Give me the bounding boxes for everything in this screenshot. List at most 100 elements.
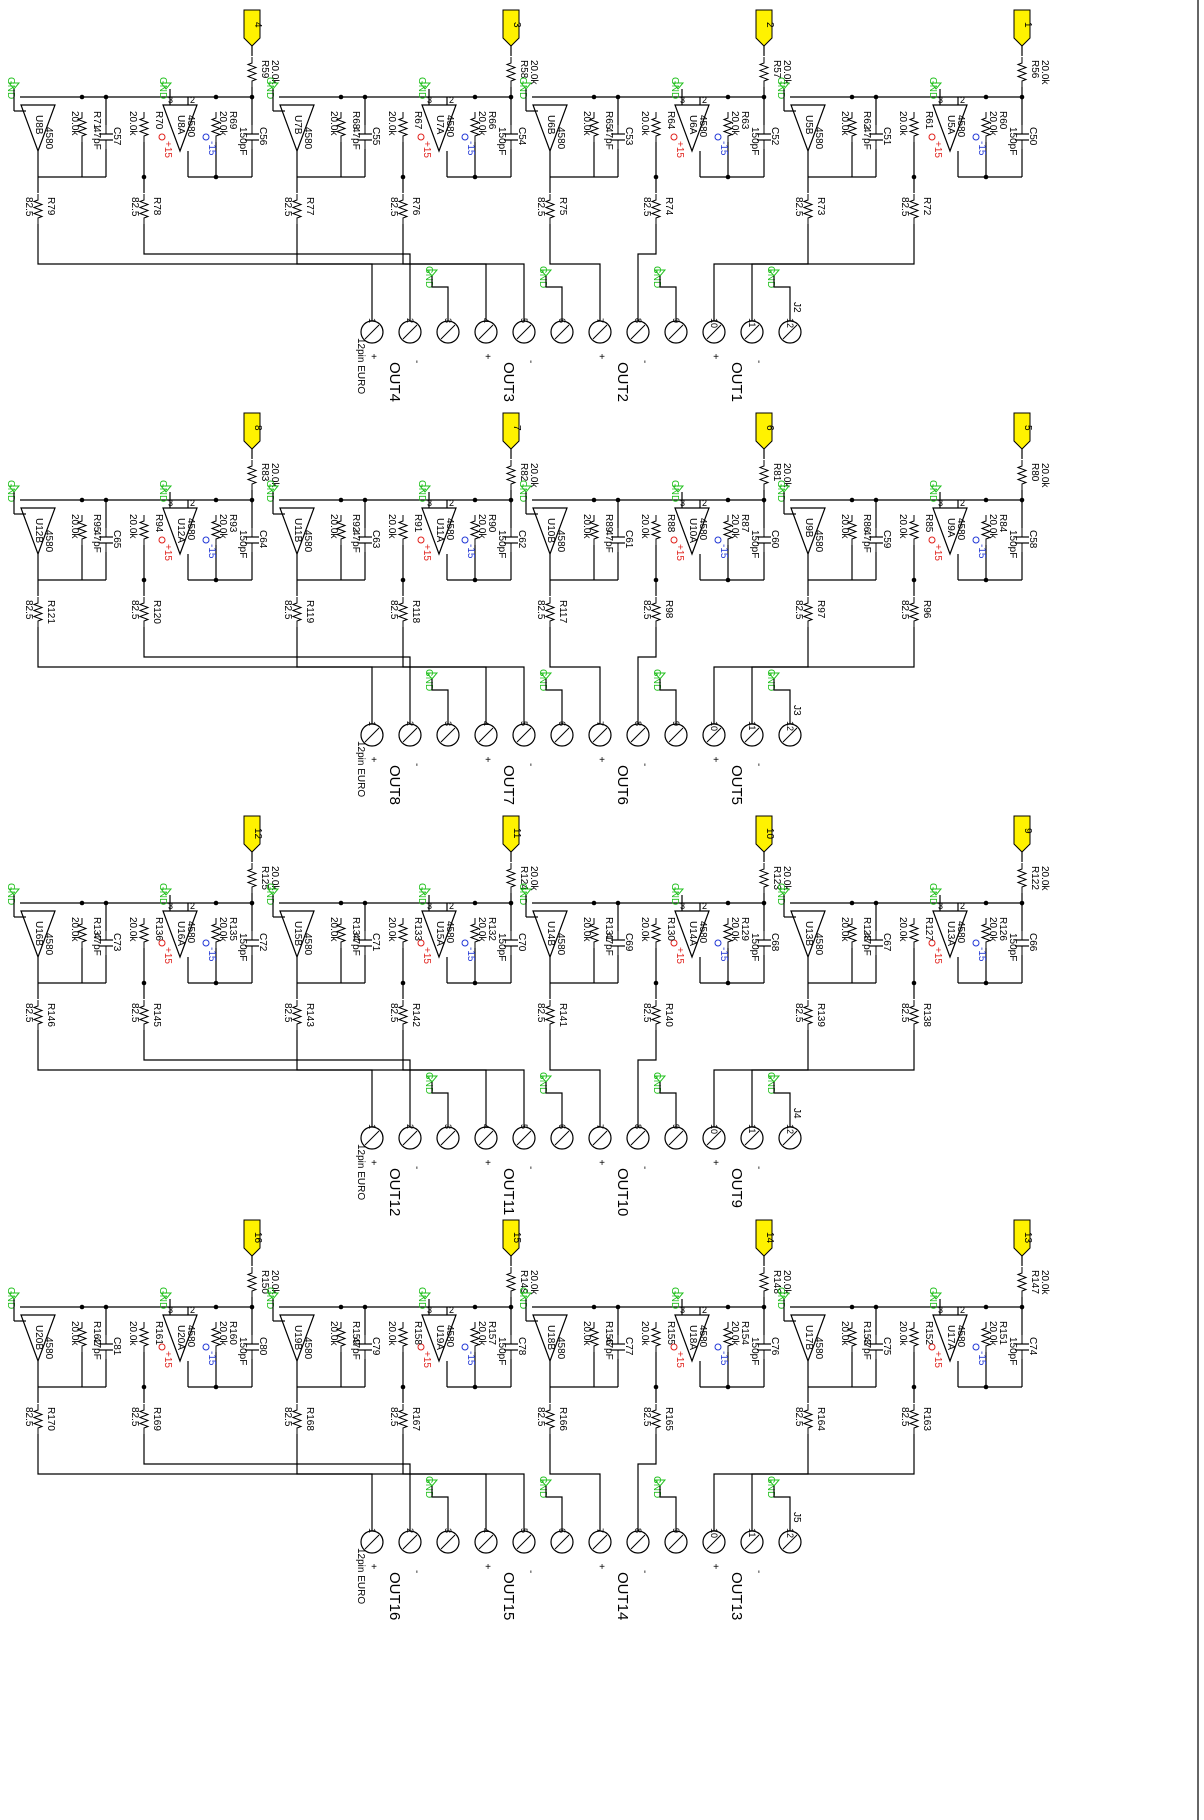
feedback-capacitor: [869, 125, 883, 149]
supply-negative-label: -15: [465, 1351, 476, 1366]
pin-slash: [706, 1534, 722, 1550]
pin-slash: [744, 1130, 760, 1146]
stage-b-resistor: [588, 112, 600, 142]
ground-icon: [418, 82, 432, 90]
ground-label: GND: [517, 883, 528, 905]
junction-dot: [103, 497, 109, 503]
signal-wire: [549, 1434, 601, 1531]
output-resistor-a-ref: R167: [410, 1407, 421, 1431]
output-resistor-b: [32, 1404, 44, 1434]
feedback-capacitor-ref: C63: [370, 530, 381, 549]
stage-b-resistor-ref: R68: [350, 111, 361, 130]
feedback-capacitor-value: 47pF: [91, 933, 102, 956]
feedback-capacitor-value: 47pF: [861, 127, 872, 150]
output-resistor-b-value: 82.5: [282, 197, 293, 217]
output-resistor-b: [291, 1404, 303, 1434]
input-capacitor: [245, 528, 259, 552]
output-resistor-a-value: 82.5: [388, 1407, 399, 1427]
opamp-b: [20, 104, 56, 153]
pin-slash: [744, 727, 760, 743]
input-resistor-value: 20.0k: [781, 866, 792, 891]
output-label: OUT14: [614, 1572, 631, 1620]
ground-wire: [545, 679, 563, 724]
opamp-a-part: 4580: [185, 115, 196, 138]
opamp-b-part: 4580: [555, 1337, 566, 1360]
signal-wire: [143, 1030, 411, 1127]
pin-slash: [554, 727, 570, 743]
signal-wire: [37, 1030, 373, 1127]
output-label: OUT4: [386, 362, 403, 402]
output-resistor-a-ref: R96: [921, 600, 932, 619]
opamp-b: [279, 1314, 315, 1363]
input-flag: 16: [243, 1219, 263, 1257]
signal-wire: [37, 224, 373, 321]
supply-positive-label: +15: [421, 947, 432, 964]
ground-icon: [767, 672, 781, 680]
output-resistor-b-value: 82.5: [23, 1003, 34, 1023]
polarity-plus-label: +: [485, 755, 491, 766]
output-resistor-a: [650, 1000, 662, 1030]
interstage-resistor: [138, 112, 150, 142]
interstage-resistor-value: 20.0k: [897, 514, 908, 539]
ground-label: GND: [517, 1287, 528, 1309]
input-capacitor-ref: C76: [769, 1337, 780, 1356]
input-flag: 11: [502, 815, 522, 853]
input-resistor-value: 20.0k: [269, 60, 280, 85]
interstage-resistor: [397, 515, 409, 545]
pin-slash: [630, 1130, 646, 1146]
pin-slash: [744, 324, 760, 340]
ground-icon: [266, 1292, 280, 1300]
interstage-resistor: [908, 112, 920, 142]
connector-type-label: 12pin EURO: [355, 741, 366, 797]
stage-b-resistor: [846, 1322, 858, 1352]
ground-label: GND: [423, 1476, 434, 1498]
pin-slash: [782, 324, 798, 340]
input-resistor-value: 20.0k: [1039, 60, 1050, 85]
ground-wire: [773, 276, 791, 321]
output-label: OUT2: [614, 362, 631, 402]
stage-b-resistor-ref: R156: [603, 1321, 614, 1345]
output-resistor-a-ref: R142: [410, 1003, 421, 1027]
ground-icon: [767, 1075, 781, 1083]
ground-label: GND: [537, 1476, 548, 1498]
opamp-b: [532, 507, 568, 556]
ground-label: GND: [264, 883, 275, 905]
output-resistor-a: [138, 1000, 150, 1030]
opamp-a: [674, 910, 710, 959]
opamp-b: [532, 1314, 568, 1363]
feedback-resistor-value: 20.0k: [987, 1321, 998, 1346]
output-resistor-a: [908, 1404, 920, 1434]
input-capacitor: [1015, 125, 1029, 149]
input-capacitor-value: 150pF: [237, 933, 248, 961]
ground-icon: [266, 888, 280, 896]
interstage-resistor-value: 20.0k: [127, 111, 138, 136]
output-resistor-a-value: 82.5: [388, 1003, 399, 1023]
ground-label: GND: [651, 266, 662, 288]
junction-dot: [79, 900, 85, 906]
output-resistor-a-ref: R72: [921, 197, 932, 216]
ground-icon: [671, 82, 685, 90]
ground-icon: [266, 485, 280, 493]
supply-positive-icon: [928, 1343, 936, 1351]
input-resistor: [246, 460, 258, 490]
supply-negative-icon: [461, 939, 469, 947]
input-flag-label: 11: [511, 828, 522, 839]
output-resistor-b-value: 82.5: [23, 1407, 34, 1427]
stage-b-resistor: [588, 515, 600, 545]
junction-dot: [849, 1304, 855, 1310]
input-flag: 1: [1013, 9, 1033, 47]
opamp-b-part: 4580: [43, 127, 54, 150]
output-resistor-b: [544, 194, 556, 224]
feedback-resistor: [722, 1322, 734, 1352]
input-capacitor: [504, 1335, 518, 1359]
junction-dot: [79, 94, 85, 100]
junction-dot: [873, 1304, 879, 1310]
ground-icon: [777, 1292, 791, 1300]
output-resistor-b-ref: R141: [557, 1003, 568, 1027]
